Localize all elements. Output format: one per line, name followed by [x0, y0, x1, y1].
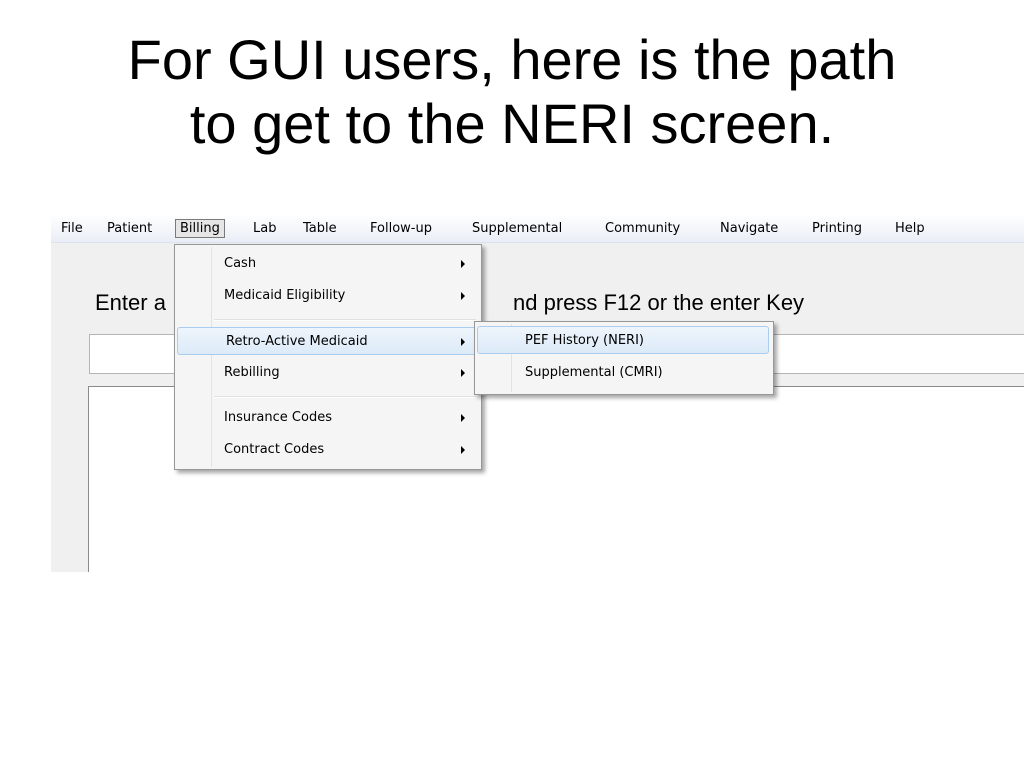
menu-billing[interactable]: Billing: [175, 219, 225, 238]
menu-follow-up[interactable]: Follow-up: [370, 221, 432, 236]
menu-item-rebilling[interactable]: Rebilling: [177, 359, 477, 387]
menu-item-medicaid-eligibility-label: Medicaid Eligibility: [224, 288, 346, 303]
submenu-arrow-icon: [461, 260, 465, 268]
menu-item-contract-codes[interactable]: Contract Codes: [177, 436, 477, 464]
menu-item-supplemental-cmri-label: Supplemental (CMRI): [525, 365, 663, 380]
submenu-arrow-icon: [461, 338, 465, 346]
menu-item-retro-active-medicaid-label: Retro-Active Medicaid: [226, 334, 368, 349]
menu-item-supplemental-cmri[interactable]: Supplemental (CMRI): [477, 359, 769, 387]
menu-lab[interactable]: Lab: [253, 221, 277, 236]
menu-gutter: [511, 324, 512, 392]
submenu-arrow-icon: [461, 446, 465, 454]
menu-navigate[interactable]: Navigate: [720, 221, 779, 236]
slide-title-line-2: to get to the NERI screen.: [189, 92, 835, 155]
submenu-arrow-icon: [461, 292, 465, 300]
slide-title: For GUI users, here is the path to get t…: [0, 28, 1024, 156]
menu-item-insurance-codes[interactable]: Insurance Codes: [177, 404, 477, 432]
menu-bar: File Patient Billing Lab Table Follow-up…: [51, 214, 1024, 243]
menu-help[interactable]: Help: [895, 221, 925, 236]
submenu-arrow-icon: [461, 414, 465, 422]
menu-item-contract-codes-label: Contract Codes: [224, 442, 325, 457]
menu-item-rebilling-label: Rebilling: [224, 365, 280, 380]
menu-table[interactable]: Table: [303, 221, 337, 236]
billing-dropdown-menu: Cash Medicaid Eligibility Retro-Active M…: [174, 244, 482, 470]
menu-item-pef-history-neri[interactable]: PEF History (NERI): [477, 326, 769, 354]
menu-item-pef-history-neri-label: PEF History (NERI): [525, 333, 644, 348]
menu-item-insurance-codes-label: Insurance Codes: [224, 410, 332, 425]
menu-item-retro-active-medicaid[interactable]: Retro-Active Medicaid: [177, 327, 477, 355]
enter-prompt-right: nd press F12 or the enter Key: [513, 290, 805, 315]
menu-gutter: [211, 247, 212, 467]
menu-printing[interactable]: Printing: [812, 221, 863, 236]
menu-separator: [214, 396, 476, 398]
menu-item-cash-label: Cash: [224, 256, 257, 271]
menu-patient[interactable]: Patient: [107, 221, 153, 236]
menu-community[interactable]: Community: [605, 221, 681, 236]
enter-prompt-left: Enter a: [95, 290, 166, 315]
menu-item-medicaid-eligibility[interactable]: Medicaid Eligibility: [177, 282, 477, 310]
menu-file[interactable]: File: [61, 221, 83, 236]
retro-active-submenu: PEF History (NERI) Supplemental (CMRI): [474, 321, 774, 395]
menu-supplemental[interactable]: Supplemental: [472, 221, 563, 236]
menu-item-cash[interactable]: Cash: [177, 250, 477, 278]
menu-separator: [214, 319, 476, 321]
slide-title-line-1: For GUI users, here is the path: [127, 28, 897, 91]
submenu-arrow-icon: [461, 369, 465, 377]
